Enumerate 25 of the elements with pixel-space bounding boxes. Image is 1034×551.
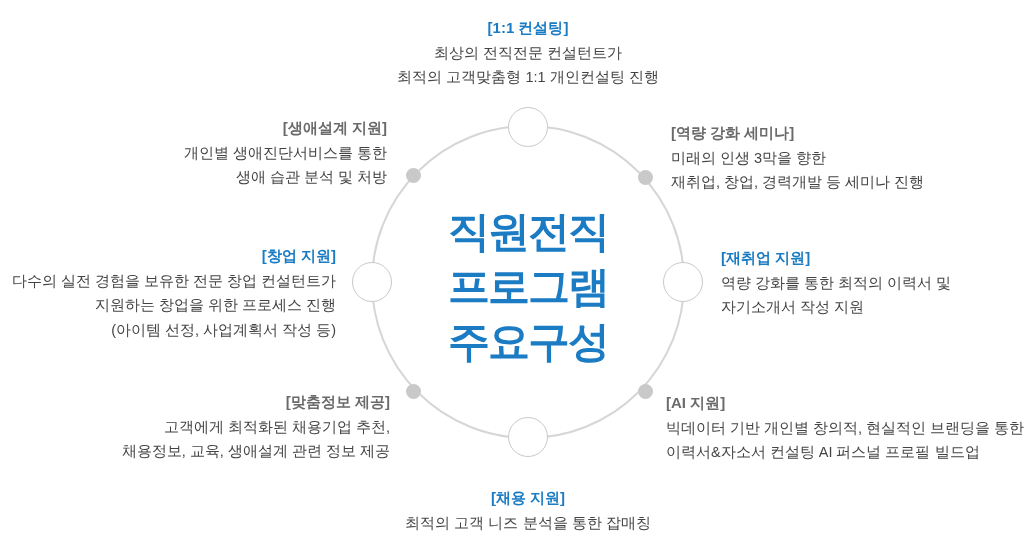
section-description: 다수의 실전 경험을 보유한 전문 창업 컨설턴트가 지원하는 창업을 위한 프로세스 진행 (아이템 선정, 사업계획서 작성 등) xyxy=(11,271,336,340)
section-heading: [창업 지원] xyxy=(261,246,336,266)
section-description: 고객에게 최적화된 채용기업 추천, 채용정보, 교육, 생애설계 관련 정보 제공 xyxy=(121,417,390,461)
section-heading: [생애설계 지원] xyxy=(282,118,387,138)
circle-marker-icon xyxy=(508,107,548,147)
section-heading: [AI 지원] xyxy=(666,393,726,413)
dot-marker-icon xyxy=(637,169,653,185)
section-heading: [재취업 지원] xyxy=(721,248,811,268)
section-heading: [맞춤정보 제공] xyxy=(285,392,390,412)
circle-marker-icon xyxy=(663,262,703,302)
circle-marker-icon xyxy=(508,417,548,457)
section-description: 역량 강화를 통한 최적의 이력서 및 자기소개서 작성 지원 xyxy=(721,273,952,317)
circle-marker-icon xyxy=(352,262,392,302)
section-heading: [역량 강화 세미나] xyxy=(671,123,795,143)
section-description: 개인별 생애진단서비스를 통한 생애 습관 분석 및 처방 xyxy=(183,143,387,187)
center-title: 직원전직 프로그램 주요구성 xyxy=(448,203,608,369)
dot-marker-icon xyxy=(405,167,421,183)
section-description: 미래의 인생 3막을 향한 재취업, 창업, 경력개발 등 세미나 진행 xyxy=(671,148,925,192)
dot-marker-icon xyxy=(405,383,421,399)
section-description: 최적의 고객 니즈 분석을 통한 잡매칭 xyxy=(405,513,651,533)
section-heading: [1:1 컨설팅] xyxy=(487,18,569,38)
section-description: 최상의 전직전문 컨설턴트가 최적의 고객맞춤형 1:1 개인컨설팅 진행 xyxy=(397,43,659,87)
dot-marker-icon xyxy=(637,383,653,399)
section-heading: [채용 지원] xyxy=(490,488,566,508)
section-description: 빅데이터 기반 개인별 창의적, 현실적인 브랜딩을 통한 이력서&자소서 컨설팅 AI 퍼스널 프로필 빌드업 xyxy=(666,418,1025,462)
